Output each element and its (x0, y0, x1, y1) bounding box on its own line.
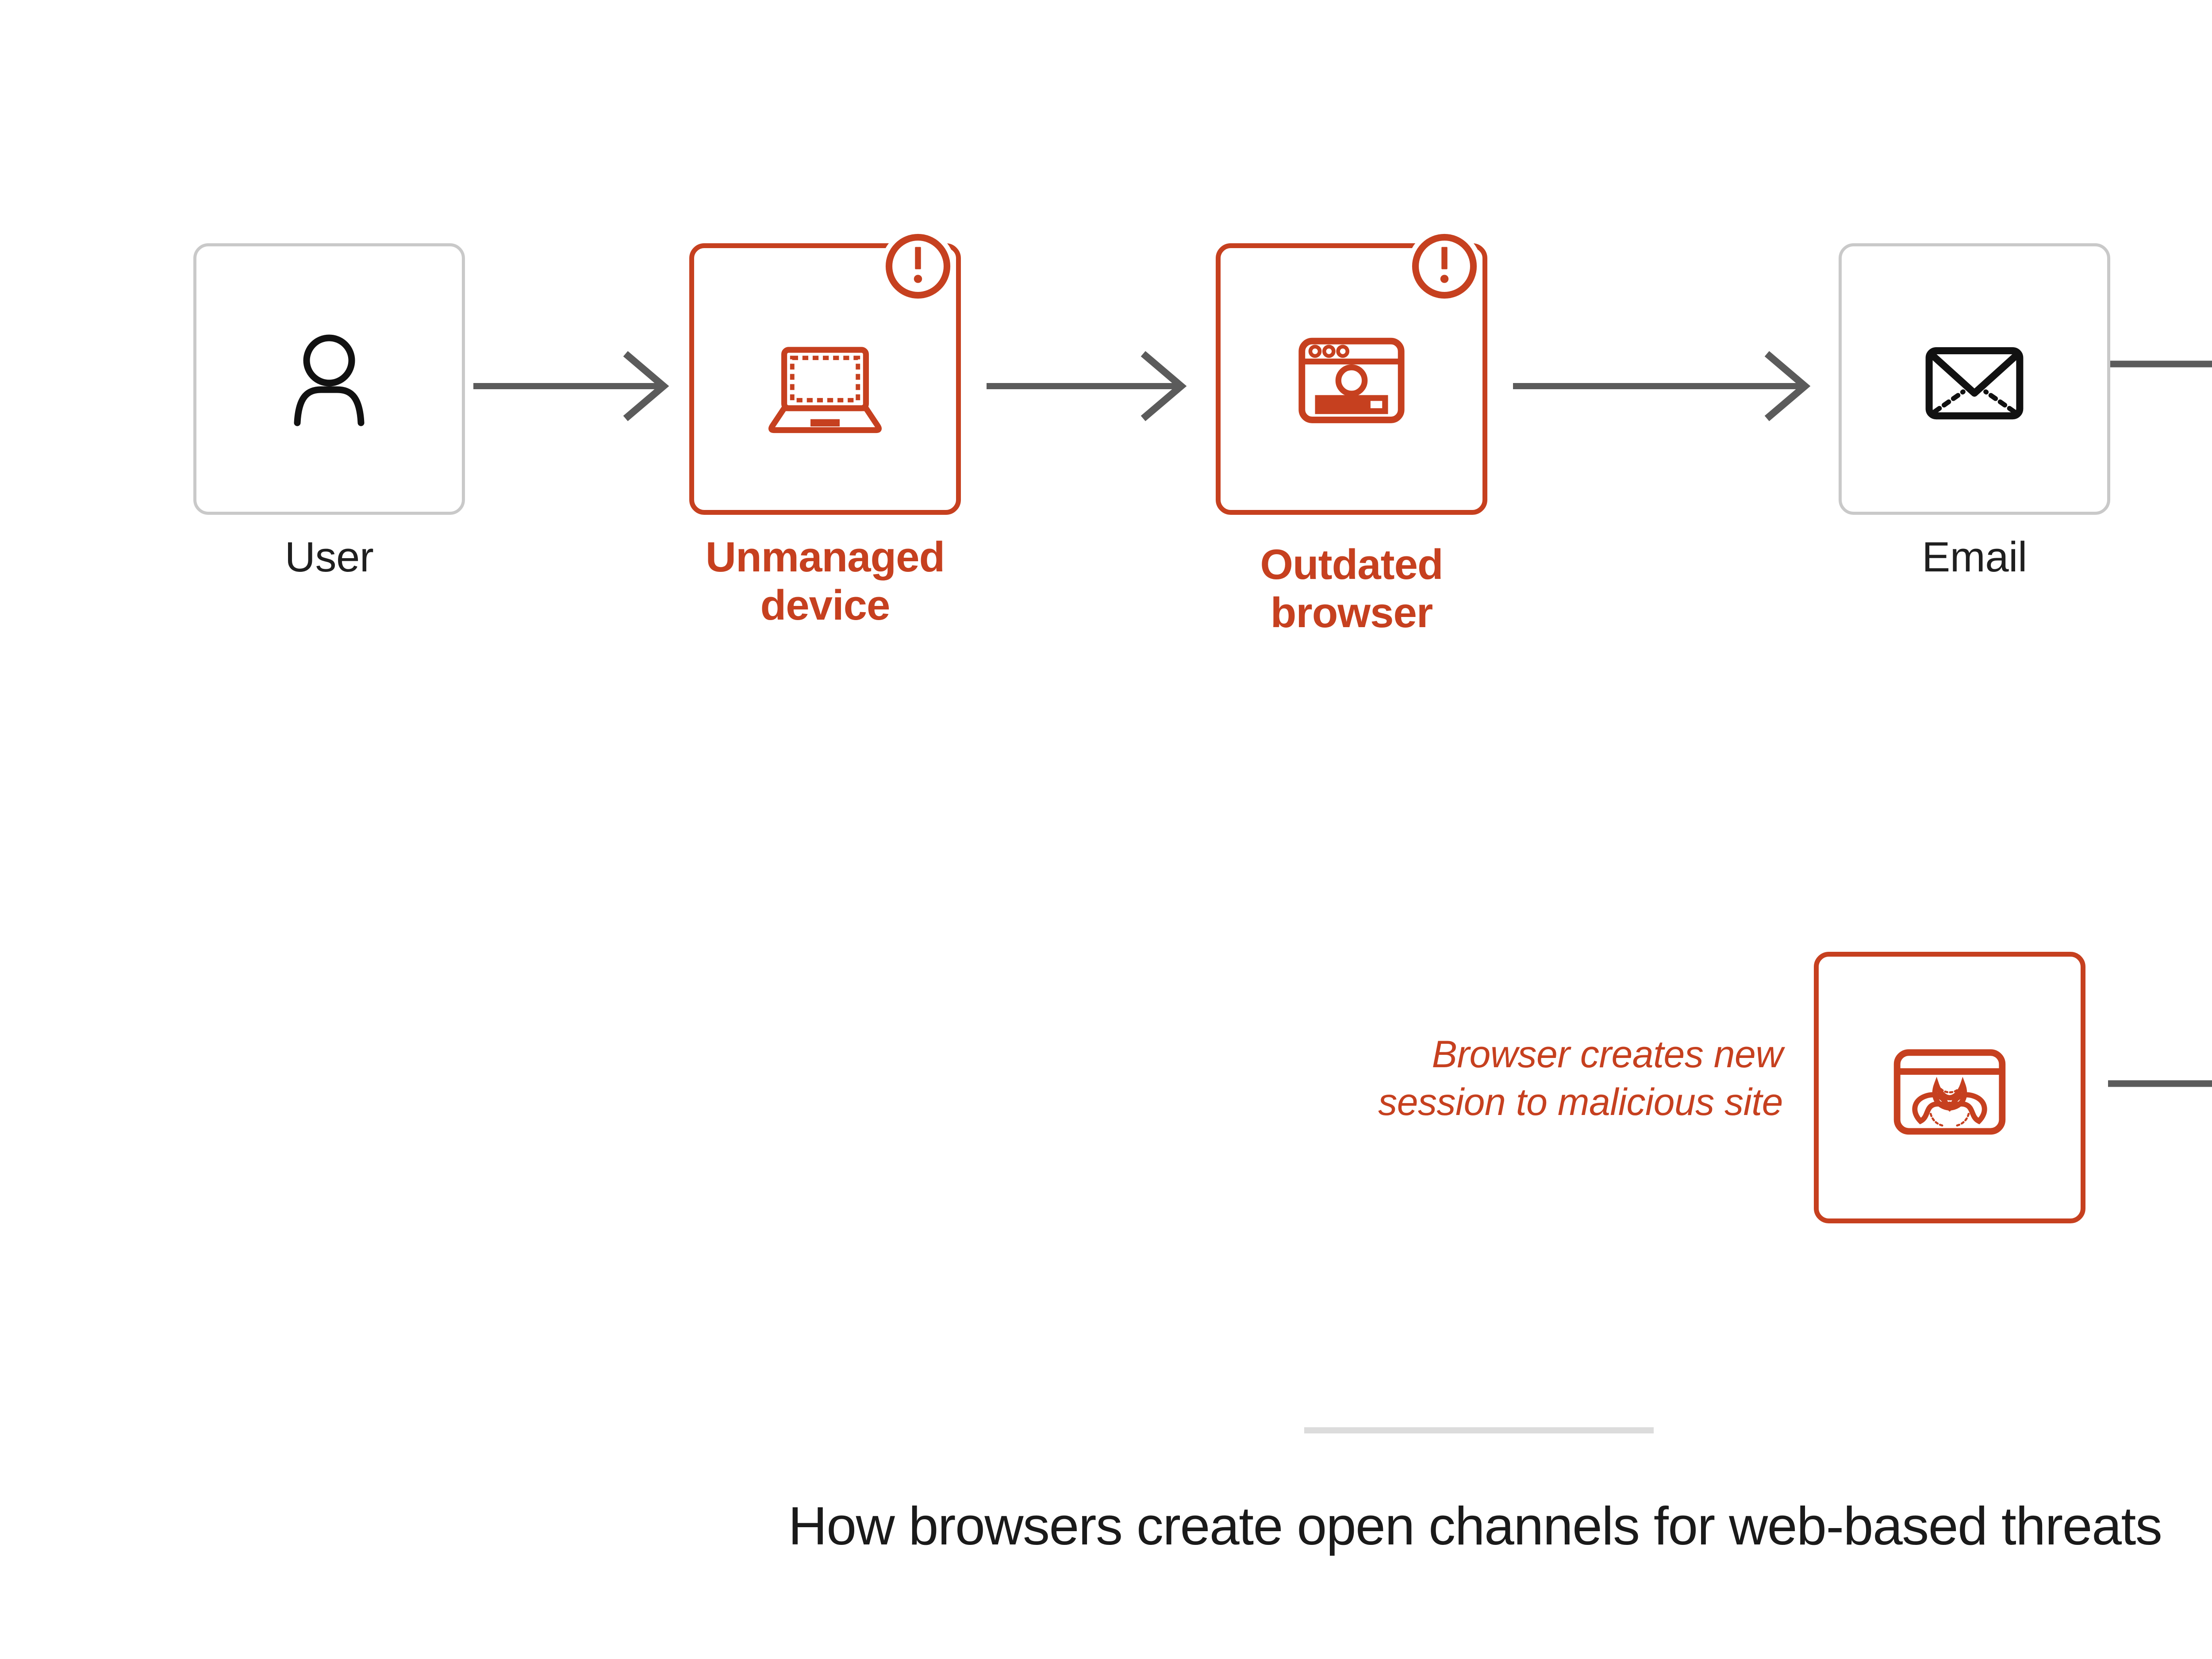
node-user-label: User (284, 533, 374, 581)
laptop-icon (768, 347, 882, 433)
node-outdated-browser-icon-wrap (1221, 248, 1482, 510)
connector-email-to-phishing (2110, 360, 2212, 368)
person-icon (294, 334, 365, 426)
node-unmanaged-device-warning-badge (881, 229, 955, 303)
node-email-label: Email (1922, 533, 2027, 581)
node-outdated-browser-label: Outdated browser (1260, 541, 1443, 637)
node-user-card[interactable] (193, 243, 465, 515)
node-outdated-browser-warning-badge (1407, 229, 1482, 303)
node-unmanaged-device-label: Unmanaged device (705, 533, 945, 629)
node-malicious-site-card[interactable] (1814, 952, 2085, 1223)
connector-user-to-device (473, 351, 669, 421)
envelope-icon (1925, 347, 2024, 420)
node-malicious-site-icon-wrap (1819, 957, 2081, 1218)
node-unmanaged-device-icon-wrap (694, 248, 956, 510)
node-email-card[interactable] (1839, 243, 2110, 515)
connector-device-to-browser (987, 351, 1187, 421)
alert-circle-icon (1412, 234, 1477, 299)
caption-text: How browsers create open channels for we… (788, 1496, 2162, 1556)
browser-window-icon (1298, 337, 1405, 423)
caption-divider (1304, 1427, 1654, 1433)
connector-browser-to-email (1513, 351, 1811, 421)
node-user-icon-wrap (196, 246, 462, 512)
session-annotation: Browser creates new session to malicious… (1378, 1033, 1783, 1124)
biohazard-browser-icon (1893, 1049, 2006, 1135)
connector-phishing-to-malicious (2108, 1080, 2212, 1087)
alert-circle-icon (885, 234, 951, 299)
node-email-icon-wrap (1842, 246, 2107, 512)
